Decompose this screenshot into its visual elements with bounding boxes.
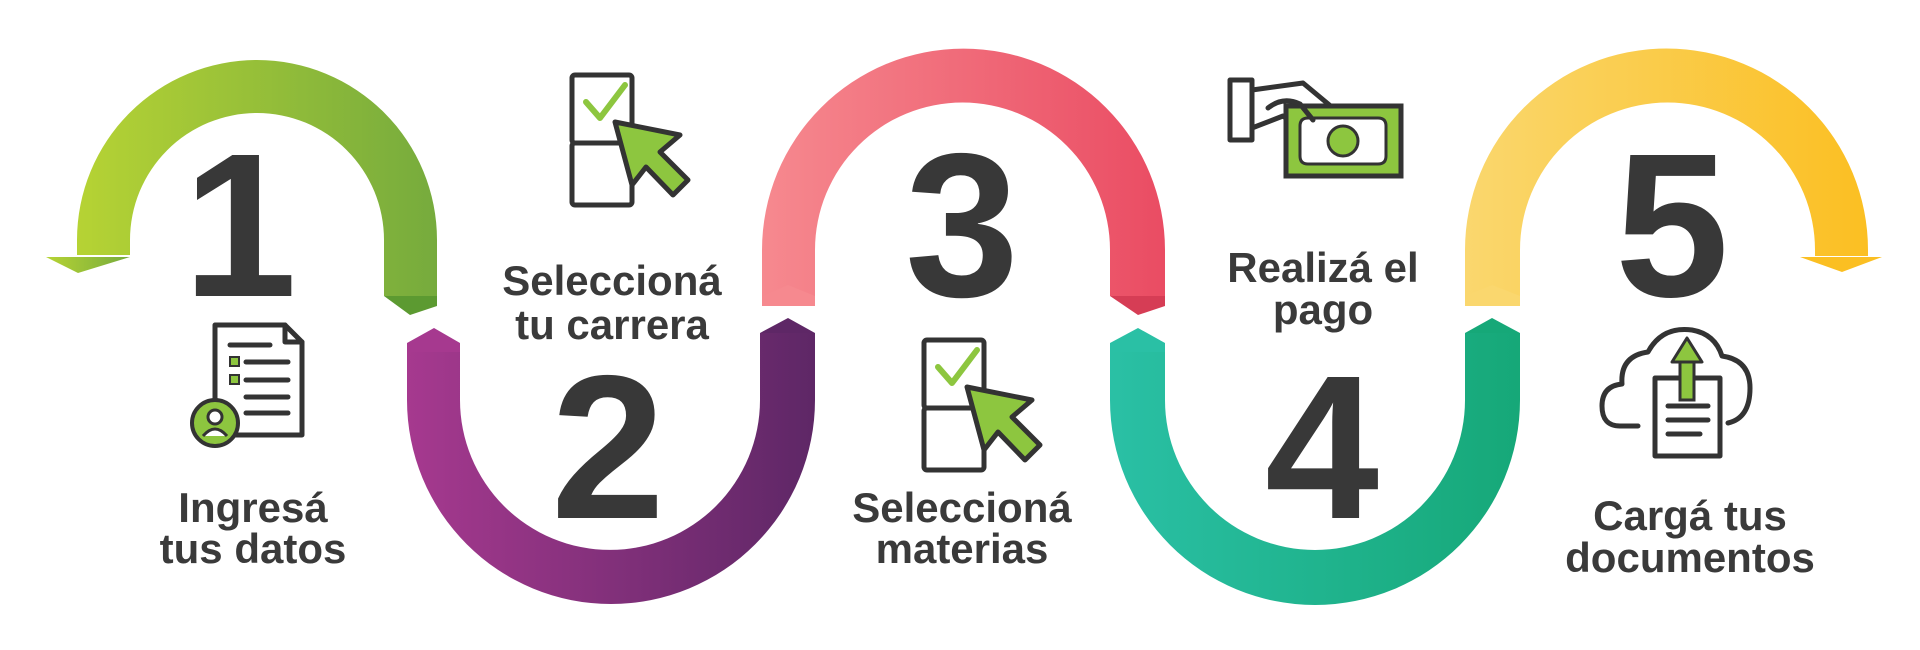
step-5-label-line1: Cargá tus [1593, 492, 1787, 539]
cloud-upload-document-icon [1599, 326, 1753, 459]
step-4-arc [1110, 318, 1520, 605]
step-2-label-line1: Seleccioná [502, 257, 722, 304]
step-4-number: 4 [1265, 333, 1379, 562]
checklist-cursor-icon [569, 72, 691, 208]
step-3-arc [762, 48, 1165, 315]
form-document-user-icon [190, 322, 305, 448]
step-3-number: 3 [905, 111, 1019, 340]
step-5-arc [1465, 48, 1882, 306]
step-1-label-line1: Ingresá [178, 484, 328, 531]
step-4-label-line2: pago [1273, 286, 1373, 333]
hand-money-icon [1227, 77, 1404, 179]
step-4-label-line1: Realizá el [1227, 244, 1418, 291]
step-3-label-line1: Seleccioná [852, 484, 1072, 531]
step-3-label-line2: materias [876, 525, 1049, 572]
step-5-label-line2: documentos [1565, 534, 1815, 581]
step-2-number: 2 [551, 333, 665, 562]
step-1-arc [46, 60, 437, 315]
checklist-cursor-icon [921, 337, 1043, 473]
step-1-number: 1 [183, 111, 297, 340]
step-5-number: 5 [1615, 111, 1729, 340]
step-1-label-line2: tus datos [160, 525, 347, 572]
step-2-arc [407, 318, 815, 604]
step-2-label-line2: tu carrera [515, 301, 709, 348]
